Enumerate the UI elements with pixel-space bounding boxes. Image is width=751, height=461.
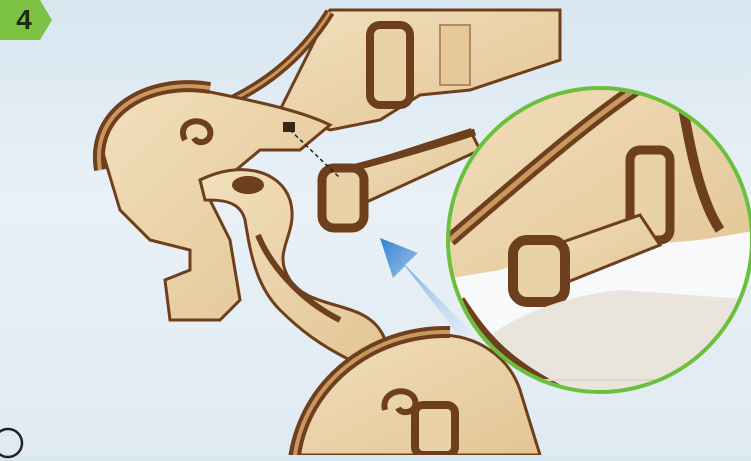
step-number: 4 — [10, 4, 38, 36]
step-badge: 4 — [0, 0, 54, 40]
circle-mark-icon — [0, 425, 26, 461]
